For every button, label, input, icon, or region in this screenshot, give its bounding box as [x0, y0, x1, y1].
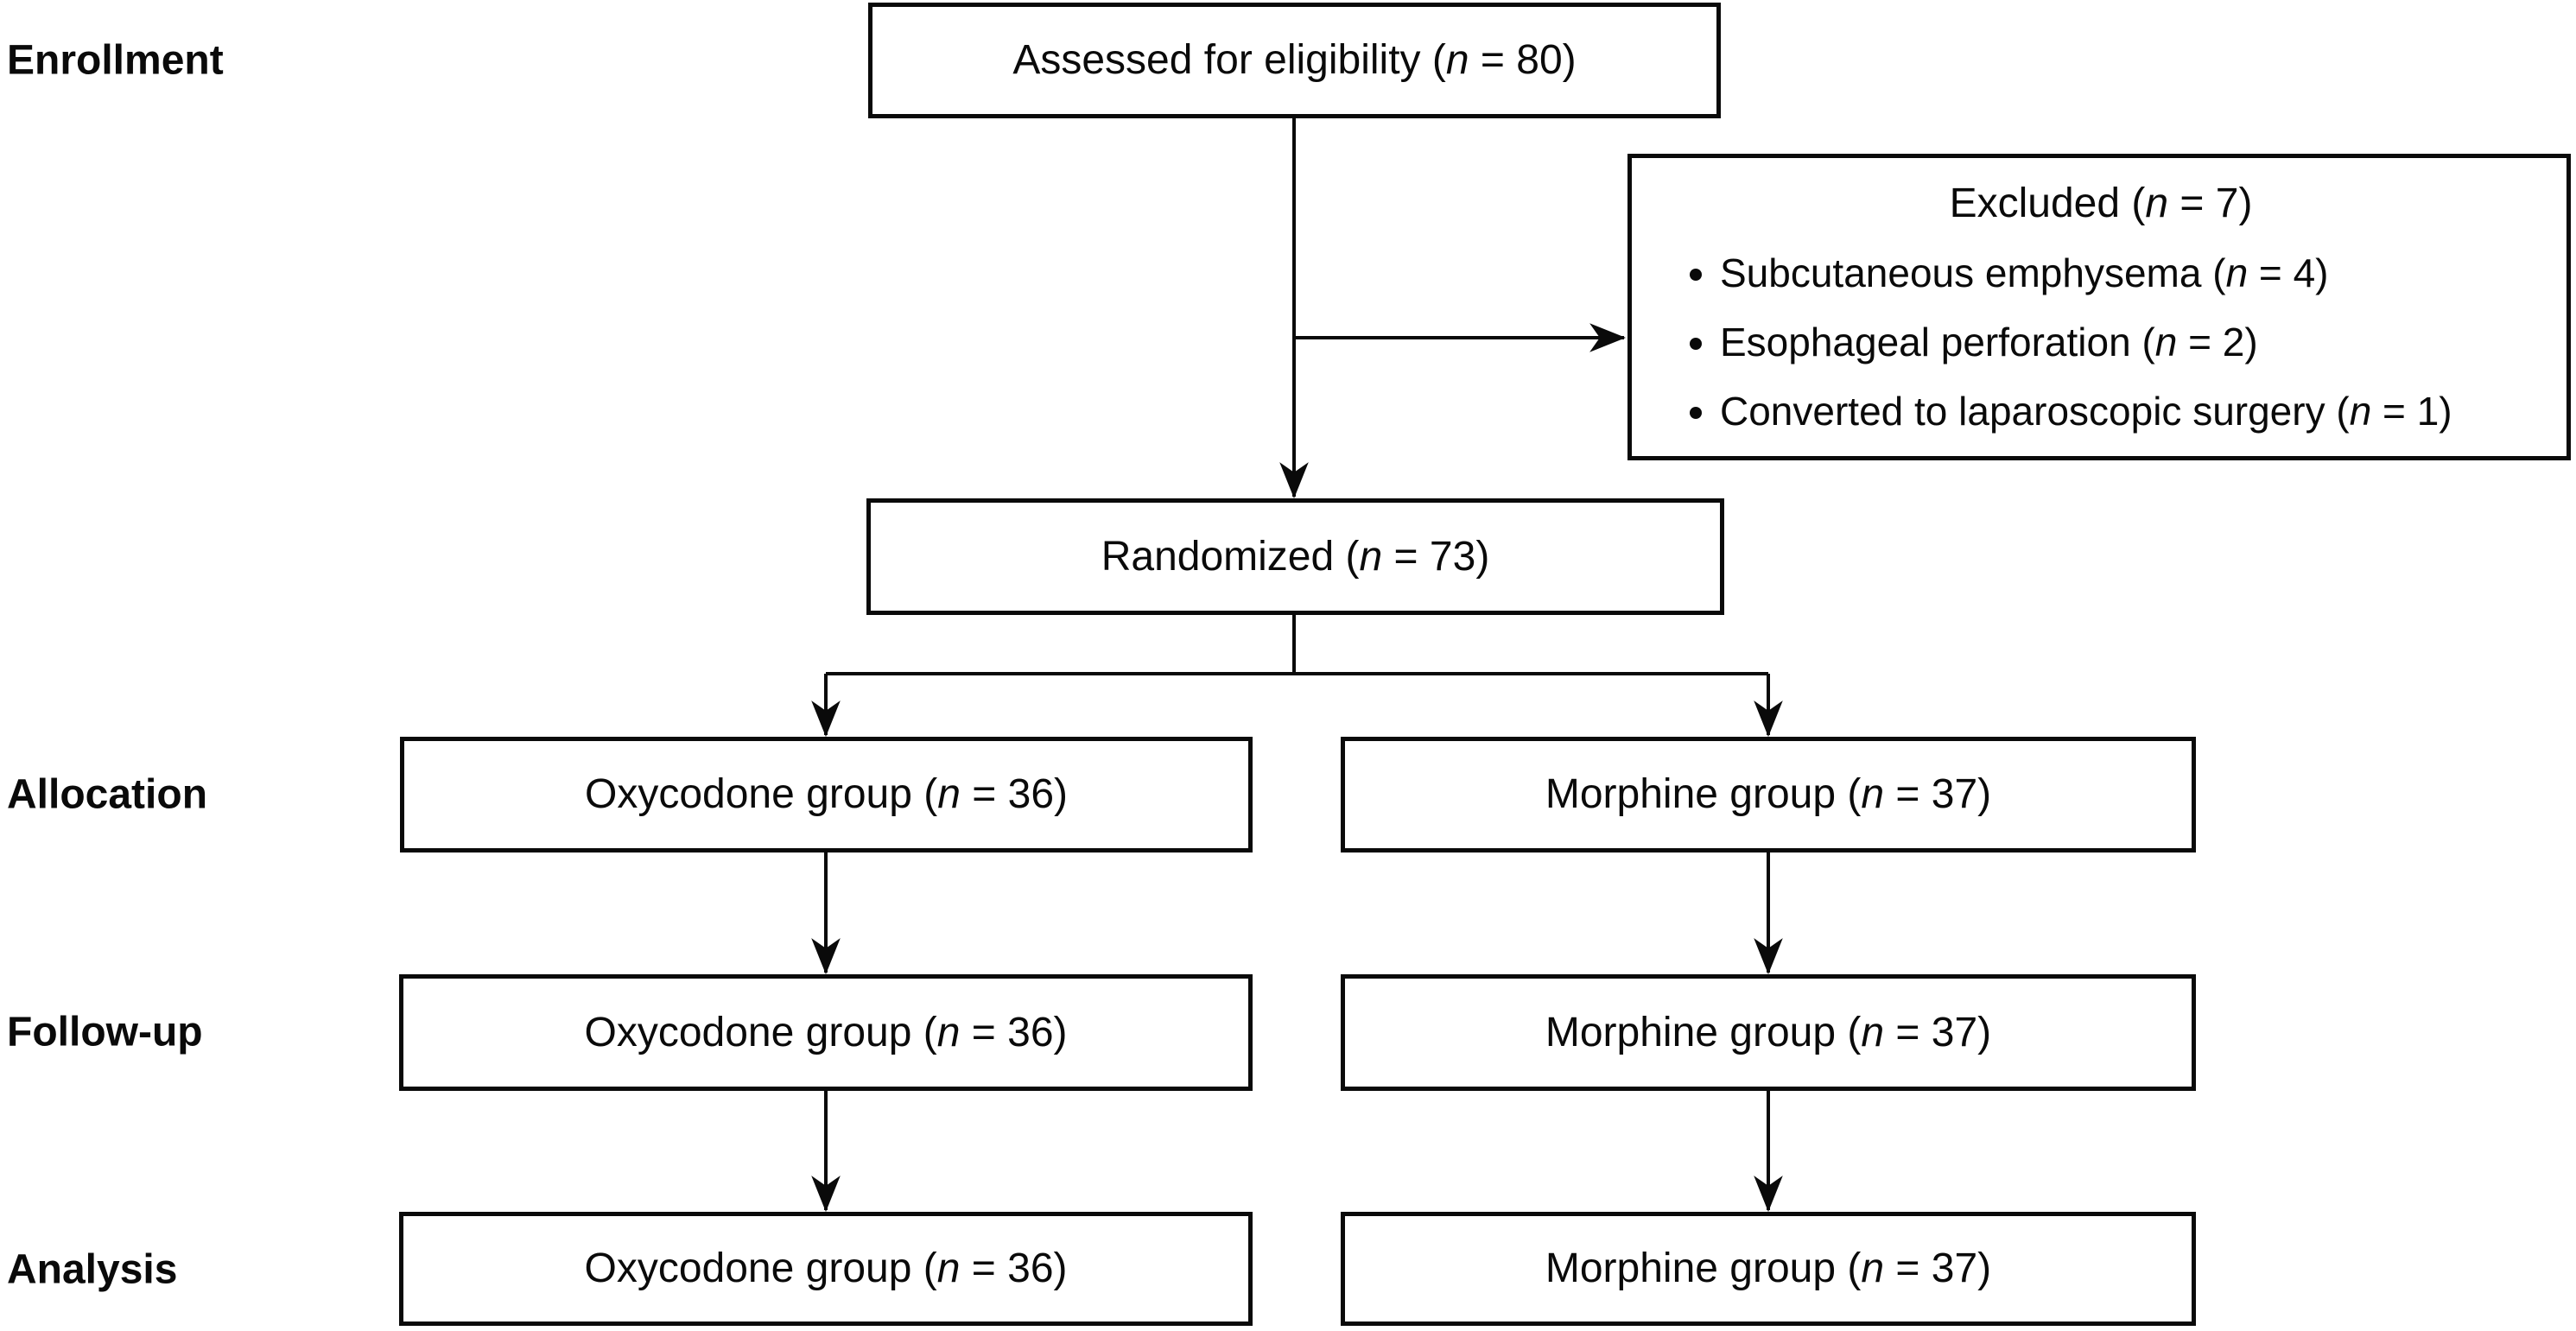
section-label-followup: Follow-up	[7, 1009, 203, 1055]
box-analysis-oxycodone: Oxycodone group (n = 36)	[399, 1212, 1253, 1326]
box-allocation-oxycodone-text: Oxycodone group (n = 36)	[584, 771, 1068, 818]
box-assessed-for-eligibility: Assessed for eligibility (n = 80)	[868, 3, 1721, 118]
box-analysis-morphine: Morphine group (n = 37)	[1341, 1212, 2196, 1326]
box-followup-morphine: Morphine group (n = 37)	[1341, 974, 2196, 1091]
excluded-reason-item: Subcutaneous emphysema (n = 4)	[1720, 238, 2452, 307]
box-followup-morphine-text: Morphine group (n = 37)	[1545, 1009, 1992, 1055]
box-randomized-text: Randomized (n = 73)	[1101, 533, 1490, 580]
excluded-reason-list: Subcutaneous emphysema (n = 4) Esophagea…	[1658, 238, 2452, 446]
box-allocation-morphine-text: Morphine group (n = 37)	[1545, 771, 1992, 818]
section-label-analysis: Analysis	[7, 1246, 178, 1293]
box-analysis-oxycodone-text: Oxycodone group (n = 36)	[584, 1245, 1068, 1292]
excluded-reason-item: Esophageal perforation (n = 2)	[1720, 307, 2452, 377]
excluded-title: Excluded (n = 7)	[1949, 180, 2253, 226]
section-label-enrollment: Enrollment	[7, 37, 224, 84]
box-randomized: Randomized (n = 73)	[866, 498, 1724, 615]
box-assessed-text: Assessed for eligibility (n = 80)	[1012, 37, 1577, 84]
box-allocation-oxycodone: Oxycodone group (n = 36)	[400, 737, 1253, 852]
section-label-allocation: Allocation	[7, 771, 208, 818]
box-followup-oxycodone-text: Oxycodone group (n = 36)	[584, 1009, 1068, 1055]
box-excluded: Excluded (n = 7) Subcutaneous emphysema …	[1627, 154, 2571, 460]
excluded-reason-item: Converted to laparoscopic surgery (n = 1…	[1720, 377, 2452, 446]
box-followup-oxycodone: Oxycodone group (n = 36)	[399, 974, 1253, 1091]
box-allocation-morphine: Morphine group (n = 37)	[1341, 737, 2196, 852]
box-analysis-morphine-text: Morphine group (n = 37)	[1545, 1245, 1992, 1292]
